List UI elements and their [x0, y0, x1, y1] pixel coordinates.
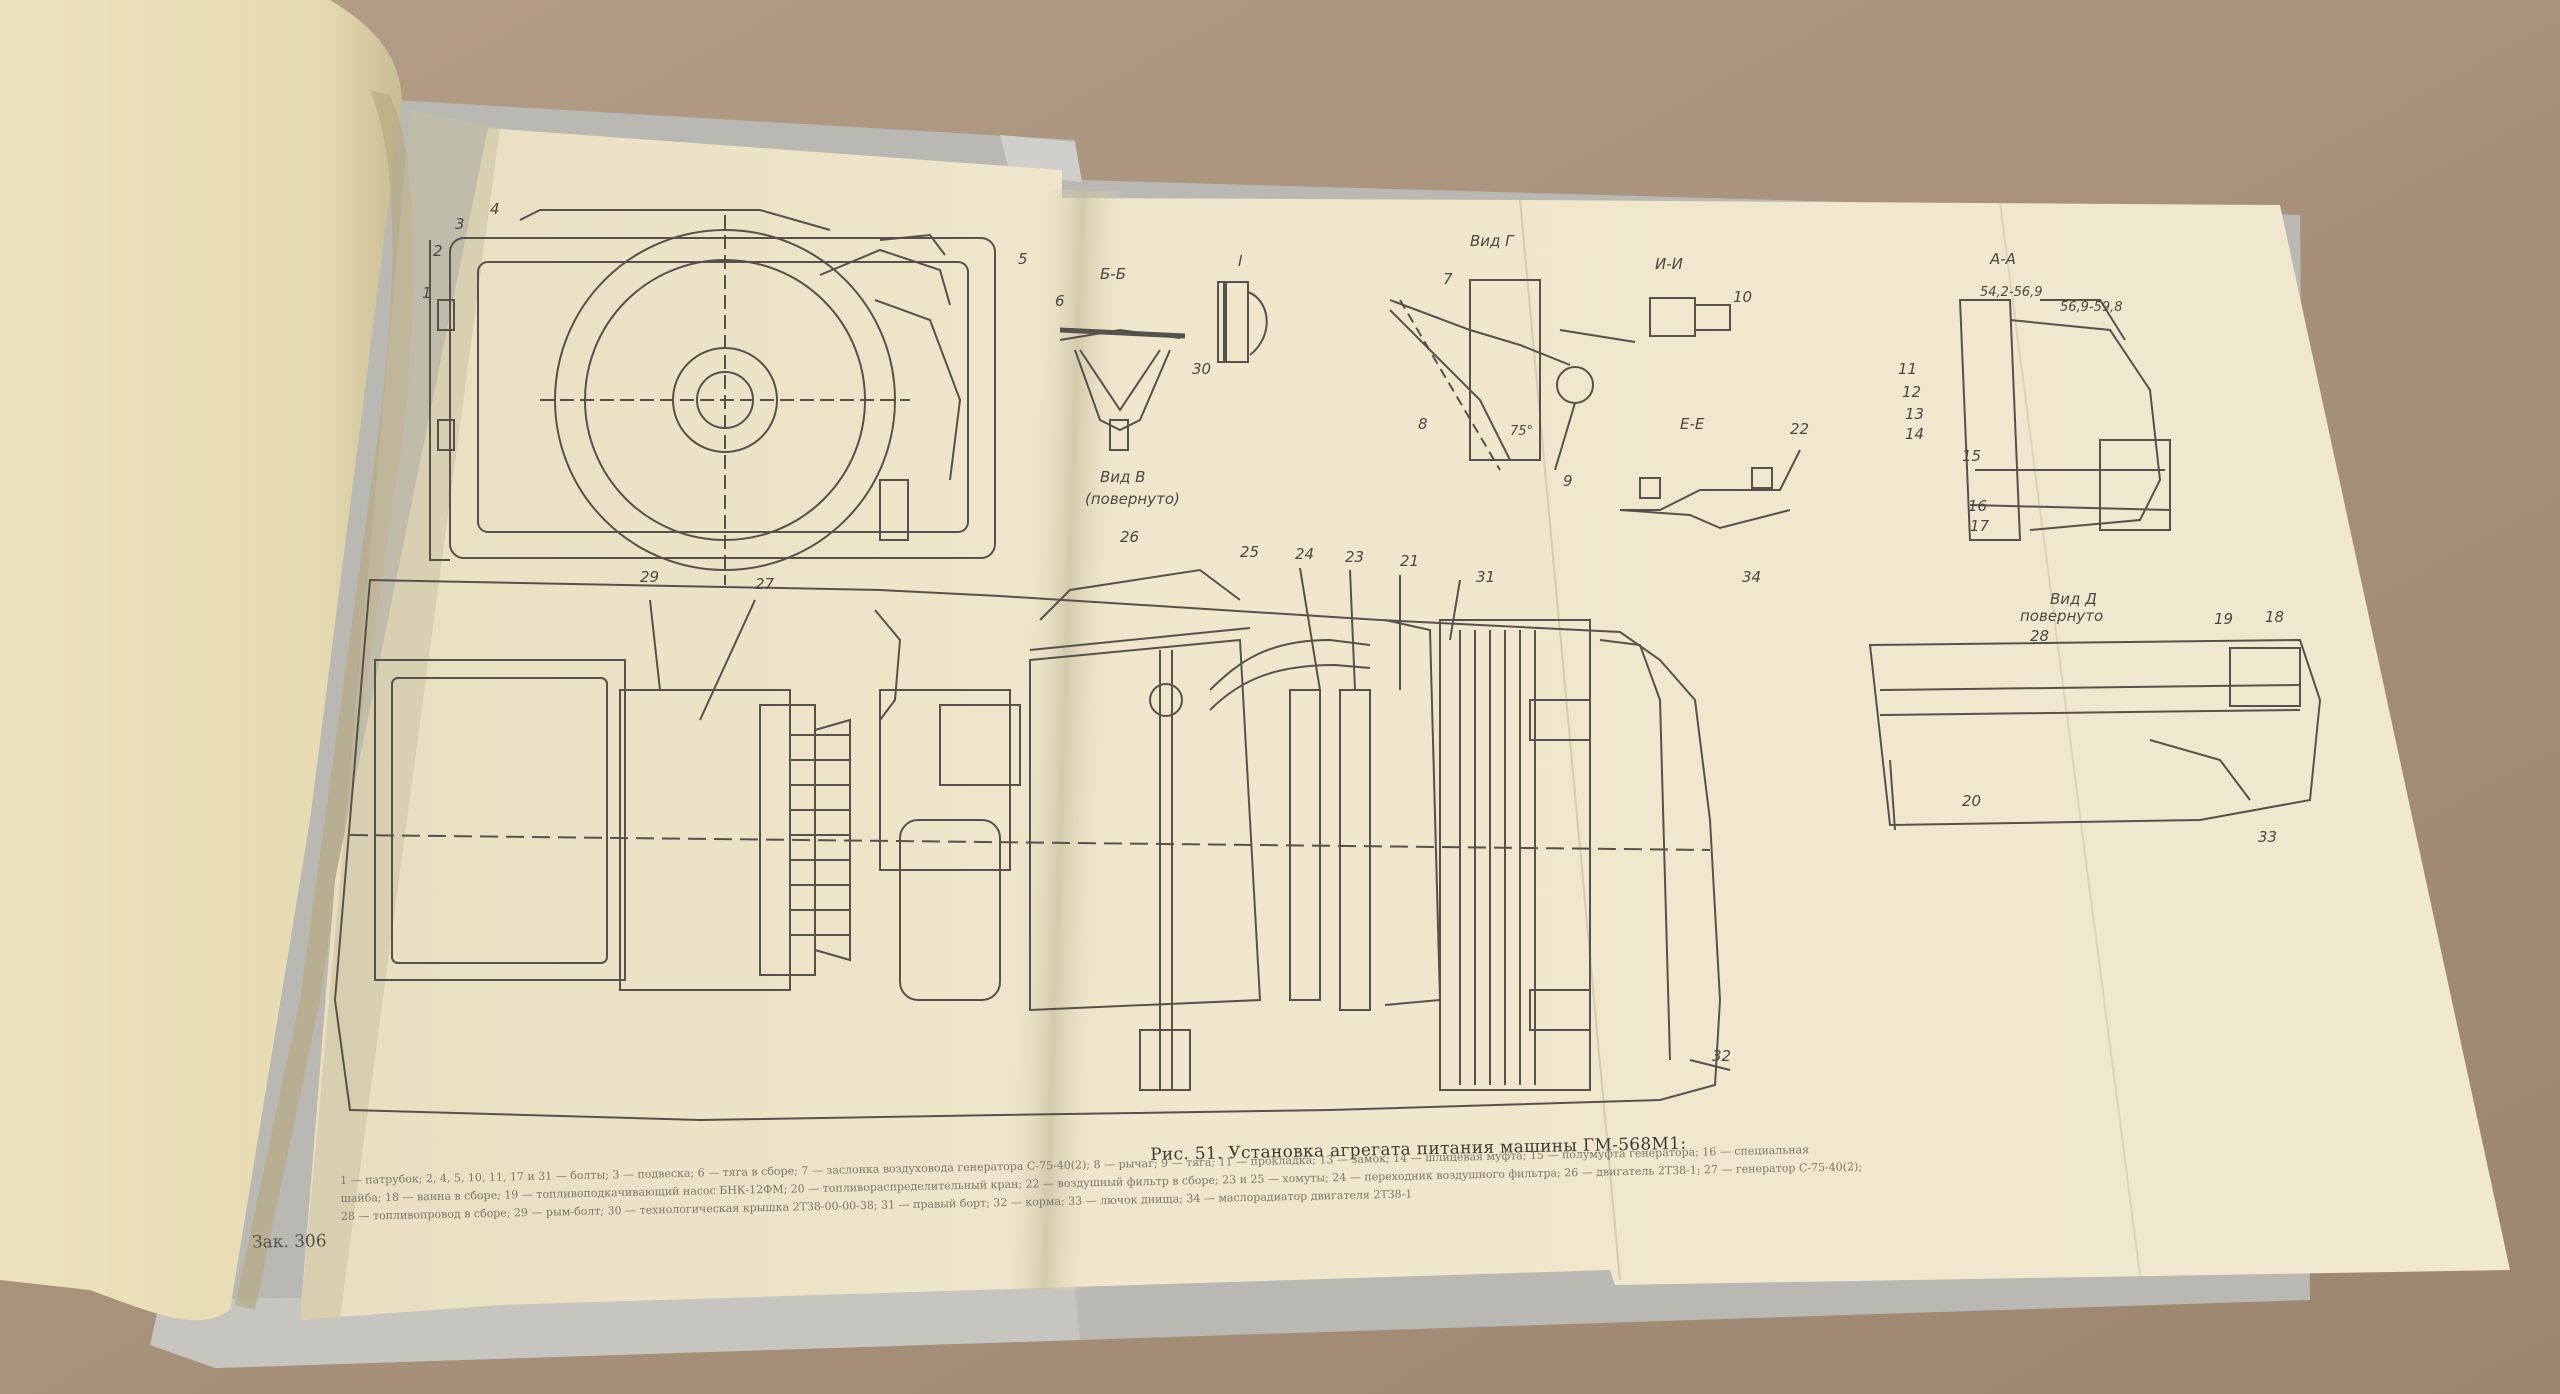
fold-seam-2: [1999, 202, 2141, 1276]
view-label-d: Вид Д: [2050, 590, 2097, 608]
callout-number: 12: [1902, 383, 1922, 401]
callout-number: 1: [422, 284, 432, 302]
callout-number: 19: [2214, 610, 2234, 628]
callout-number: 22: [1790, 420, 1810, 438]
callout-number: 27: [755, 575, 775, 593]
angle-label: 75°: [1510, 424, 1534, 439]
section-label-ii: И-И: [1655, 255, 1683, 273]
callout-number: 15: [1962, 447, 1982, 465]
callout-number: 34: [1742, 568, 1762, 586]
callout-number: 18: [2265, 608, 2285, 626]
section-label-ee: Е-Е: [1680, 415, 1705, 433]
callout-number: 14: [1905, 425, 1925, 443]
callout-number: 13: [1905, 405, 1925, 423]
callout-number: 16: [1968, 497, 1988, 515]
section-label-i: I: [1238, 252, 1243, 270]
callout-number: 29: [640, 568, 660, 586]
callout-number: 31: [1476, 568, 1496, 586]
callout-number: 30: [1192, 360, 1212, 378]
dimension-label: 56,9-59,8: [2060, 300, 2123, 315]
callout-number: 9: [1563, 472, 1573, 490]
callout-number: 23: [1345, 548, 1365, 566]
view-label-d-note: повернуто: [2020, 607, 2104, 625]
callout-number: 8: [1418, 415, 1428, 433]
section-label-aa: А-А: [1990, 250, 2016, 268]
gutter-shadow: [999, 188, 1128, 1292]
section-label-bb: Б-Б: [1100, 265, 1126, 283]
callout-number: 10: [1733, 288, 1753, 306]
callout-number: 25: [1240, 543, 1260, 561]
callout-number: 5: [1018, 250, 1028, 268]
callout-number: 4: [490, 200, 500, 218]
engineering-drawing: [333, 209, 2322, 1122]
callout-number: 32: [1712, 1047, 1732, 1065]
callout-number: 33: [2258, 828, 2278, 846]
callout-number: 21: [1400, 552, 1420, 570]
callout-number: 6: [1055, 292, 1065, 310]
left-page-fold-shadow: [235, 90, 414, 1310]
callout-number: 11: [1898, 360, 1918, 378]
drawing-sheet: [300, 128, 2510, 1320]
view-label-g: Вид Г: [1470, 232, 1514, 250]
view-label-v: Вид В: [1100, 468, 1146, 486]
callout-number: 7: [1443, 270, 1453, 288]
left-page: [0, 0, 402, 1321]
callout-number: 28: [2030, 627, 2050, 645]
callout-number: 3: [455, 215, 465, 233]
callout-number: 20: [1962, 792, 1982, 810]
callout-number: 17: [1970, 517, 1990, 535]
page-number: Зак. 306: [251, 1231, 327, 1253]
callout-number: 2: [433, 242, 443, 260]
dimension-label: 54,2-56,9: [1980, 285, 2043, 300]
callout-number: 26: [1120, 528, 1140, 546]
callout-number: 24: [1295, 545, 1315, 563]
view-label-v-note: (повернуто): [1085, 490, 1180, 508]
